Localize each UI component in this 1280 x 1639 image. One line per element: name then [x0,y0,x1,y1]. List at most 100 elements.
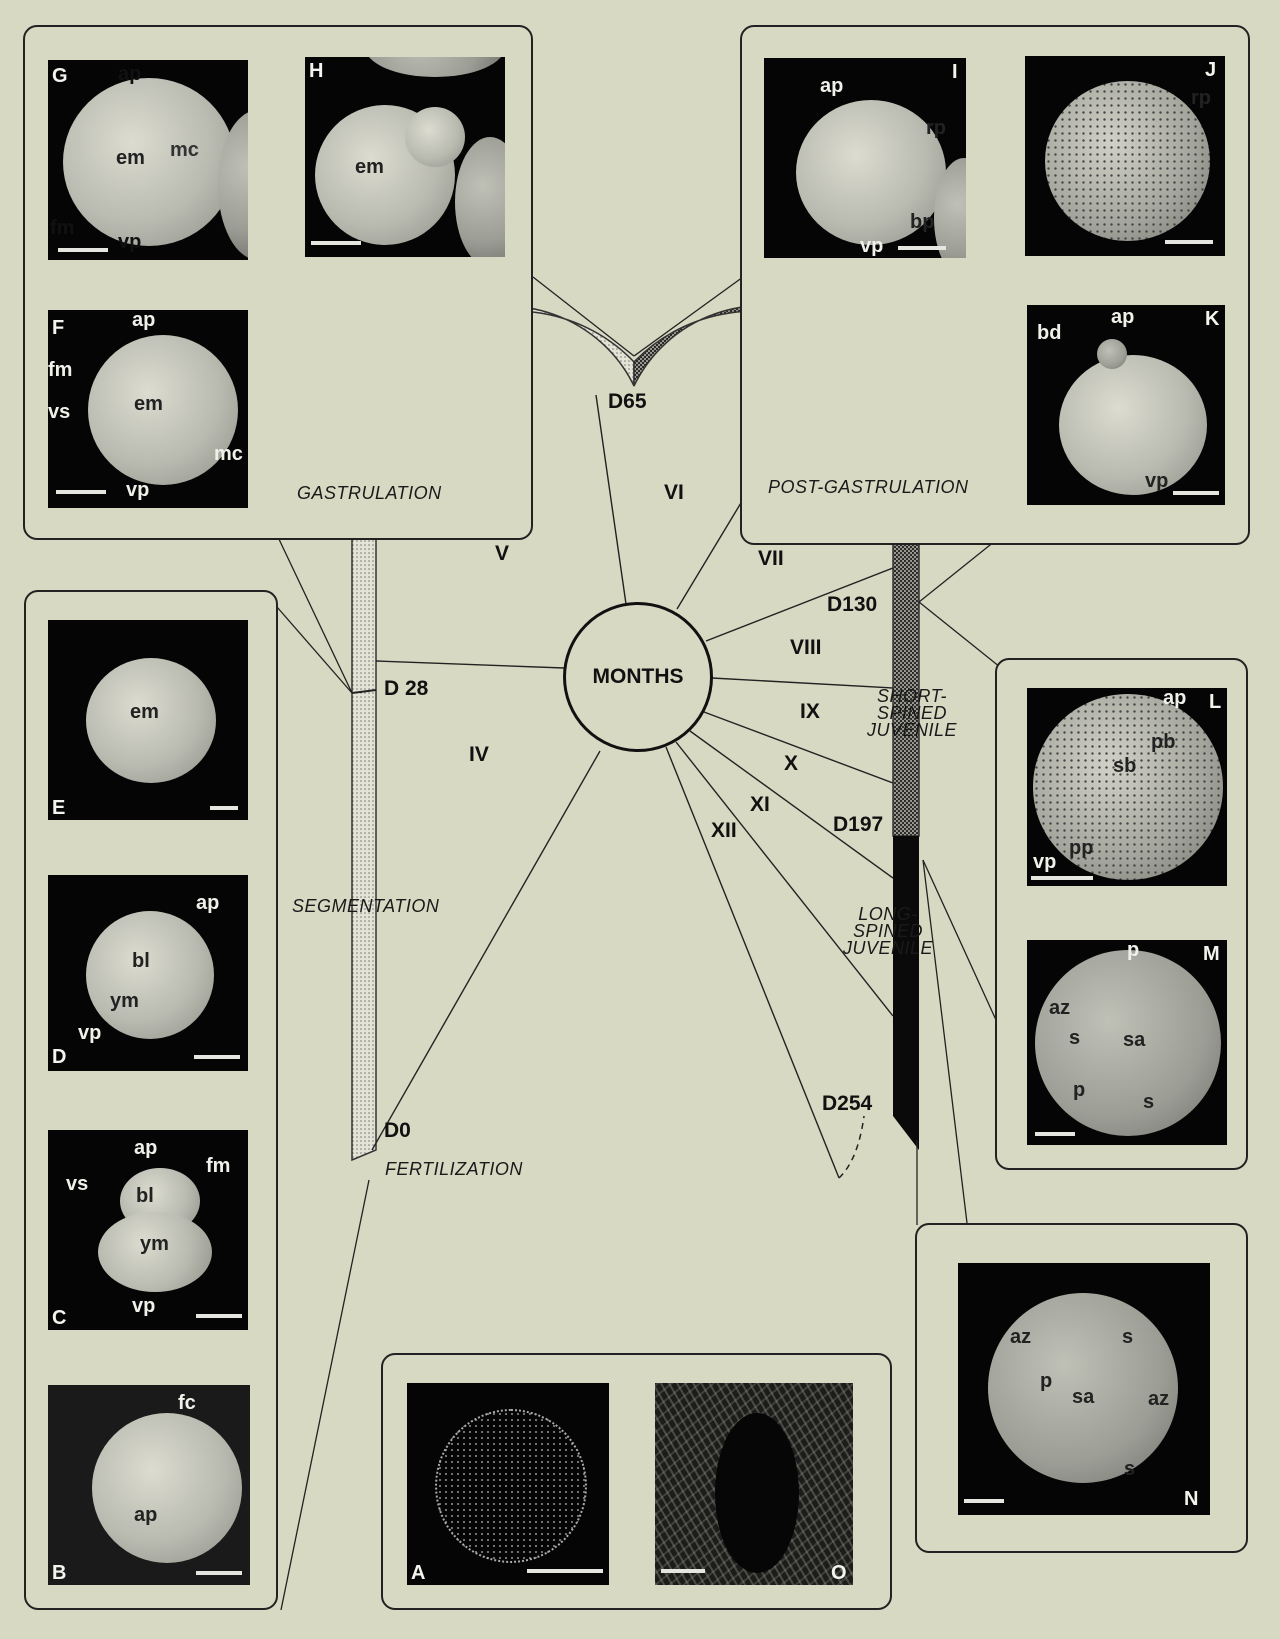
label-bd: bd [1037,322,1062,344]
day-label: D 28 [384,677,429,700]
month-label: XI [750,793,770,816]
label-fm: fm [206,1155,231,1177]
day-label: D130 [827,593,878,616]
label-bl: bl [132,950,150,972]
panel-letter-A: A [411,1562,426,1584]
label-em: em [130,701,159,723]
panel-letter-G: G [52,65,68,87]
stage-fertilization: FERTILIZATION [385,1159,523,1179]
photo-H: H em [305,57,505,257]
label-s: s [1124,1458,1136,1480]
month-label: V [495,542,510,565]
label-az: az [1049,997,1071,1019]
panel-letter-H: H [309,60,324,82]
stage-long-spined-juvenile: LONG-SPINED JUVENILE [842,904,934,958]
label-s: s [1069,1027,1081,1049]
label-pb: pb [1151,731,1176,753]
panel-letter-B: B [52,1562,67,1584]
label-vp: vp [860,235,884,257]
stage-segmentation: SEGMENTATION [292,896,440,916]
day-label: D0 [384,1119,411,1142]
label-vs: vs [66,1173,89,1195]
panel-letter-E: E [52,797,66,819]
label-em: em [116,147,145,169]
label-pp: pp [1069,837,1094,859]
photo-B: B fc ap [48,1385,250,1585]
label-vp: vp [118,231,142,253]
panel-letter-L: L [1209,691,1222,713]
photo-F: F ap fm vs em mc vp [48,310,248,508]
label-p: p [1040,1370,1053,1392]
label-vp: vp [1145,470,1169,492]
photo-N: N az s p sa az s [958,1263,1210,1515]
day-label: D65 [608,390,647,413]
label-bp: bp [910,211,935,233]
label-fm: fm [50,217,75,239]
label-em: em [134,393,163,415]
label-ym: ym [140,1233,169,1255]
label-p: p [1073,1079,1086,1101]
stage-short-spined-juvenile: SHORT-SPINED JUVENILE [866,686,958,740]
label-ap: ap [1111,306,1135,328]
panel-letter-N: N [1184,1488,1199,1510]
label-sa: sa [1072,1386,1095,1408]
label-p: p [1127,940,1140,961]
label-bl: bl [136,1185,154,1207]
label-em: em [355,156,384,178]
panel-letter-D: D [52,1046,67,1068]
month-label: IV [469,743,489,766]
panel-letter-I: I [952,61,958,83]
stage-gastrulation: GASTRULATION [297,483,442,503]
day-label: D197 [833,813,884,836]
photo-I: I ap rp bp vp [764,58,966,258]
photo-E: E em [48,620,248,820]
photo-M: M p az s sa p s [1027,940,1227,1145]
panel-letter-M: M [1203,943,1220,965]
label-rp: rp [926,117,946,139]
month-label: VII [758,547,784,570]
label-vp: vp [126,479,150,501]
label-vp: vp [132,1295,156,1317]
panel-letter-C: C [52,1307,67,1329]
label-mc: mc [214,443,243,465]
photo-O: O [655,1383,853,1585]
photo-A: A [407,1383,609,1585]
label-ap: ap [132,310,156,331]
panel-letter-F: F [52,317,65,339]
panel-letter-K: K [1205,308,1220,330]
photo-D: D ap bl ym vp [48,875,248,1071]
label-az: az [1148,1388,1170,1410]
day-label: D254 [822,1092,873,1115]
month-label: IX [800,700,820,723]
label-ap: ap [118,63,142,85]
photo-C: C ap vs fm bl ym vp [48,1130,248,1330]
month-label: VI [664,481,684,504]
month-label: VIII [790,636,822,659]
label-vp: vp [1033,851,1057,873]
month-label: XII [711,819,737,842]
label-s: s [1122,1326,1134,1348]
panel-letter-O: O [831,1562,847,1584]
months-circle: MONTHS [563,602,713,752]
label-mc: mc [170,139,199,161]
timeline-black [893,836,919,1150]
label-s: s [1143,1091,1155,1113]
label-fc: fc [178,1392,196,1414]
panel-letter-J: J [1205,59,1217,81]
photo-G: G ap em mc fm vp [48,60,248,260]
label-ap: ap [134,1137,158,1159]
month-label: X [784,752,799,775]
stage-post-gastrulation: POST-GASTRULATION [768,477,969,497]
label-ap: ap [820,75,844,97]
label-ap: ap [196,892,220,914]
label-az: az [1010,1326,1032,1348]
photo-L: L ap pb sb vp pp [1027,688,1227,886]
label-ap: ap [134,1504,158,1526]
label-sb: sb [1113,755,1137,777]
label-vp: vp [78,1022,102,1044]
label-ym: ym [110,990,139,1012]
photo-J: J rp [1025,56,1225,256]
label-fm: fm [48,359,73,381]
